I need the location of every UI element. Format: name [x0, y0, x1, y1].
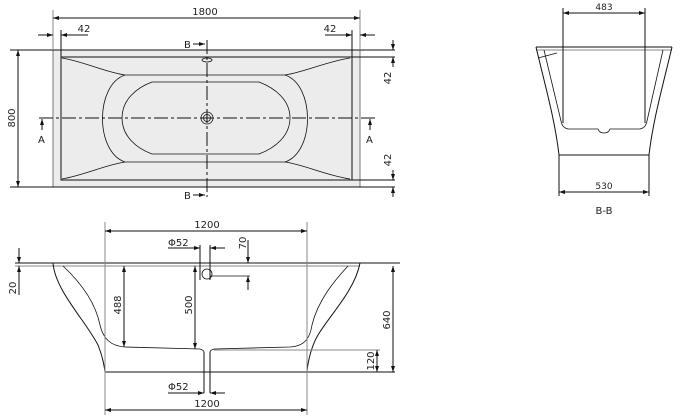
dim-total-height: 640: [382, 310, 393, 329]
dim-base-height: 120: [366, 351, 377, 370]
section-title: B-B: [596, 206, 613, 217]
section-b-label-top: B: [184, 40, 191, 51]
top-view: 1800 42 42 800 42 42 B B A A: [7, 7, 395, 202]
dim-top-width: 1200: [194, 220, 219, 231]
section-outer: [535, 46, 673, 156]
dim-rim-bottom: 42: [383, 154, 394, 167]
section-inner: [543, 49, 664, 134]
dim-length: 1800: [192, 7, 217, 18]
dim-rim-left: 42: [78, 24, 91, 35]
section-a-label-right: A: [366, 135, 373, 146]
dim-section-bottom: 530: [595, 182, 612, 192]
dim-overflow-diameter: Φ52: [168, 238, 189, 249]
bowl-top-edge: [61, 57, 351, 76]
dim-drain-diameter: Φ52: [168, 382, 189, 393]
side-view: 1200 Φ52 70 20 488 500 640 120 Φ52 1200: [8, 220, 400, 415]
dim-bottom-width: 1200: [194, 399, 219, 410]
dim-width: 800: [7, 108, 18, 127]
dim-depth-center: 500: [184, 295, 195, 314]
section-b-label-bottom: B: [184, 191, 191, 202]
dim-rim-right: 42: [324, 24, 337, 35]
section-a-label-left: A: [38, 135, 45, 146]
inner-basin: [121, 81, 291, 155]
section-view: 483 530 B-B: [535, 3, 673, 217]
bowl-bottom-edge: [61, 161, 351, 180]
inner-profile: [62, 265, 349, 353]
dim-rim-height: 20: [8, 282, 19, 295]
dim-overflow-offset: 70: [238, 237, 249, 250]
overflow-icon: [201, 268, 213, 280]
dim-rim-top: 42: [383, 72, 394, 85]
dim-depth-side: 488: [113, 295, 124, 314]
dim-section-top: 483: [595, 3, 612, 13]
